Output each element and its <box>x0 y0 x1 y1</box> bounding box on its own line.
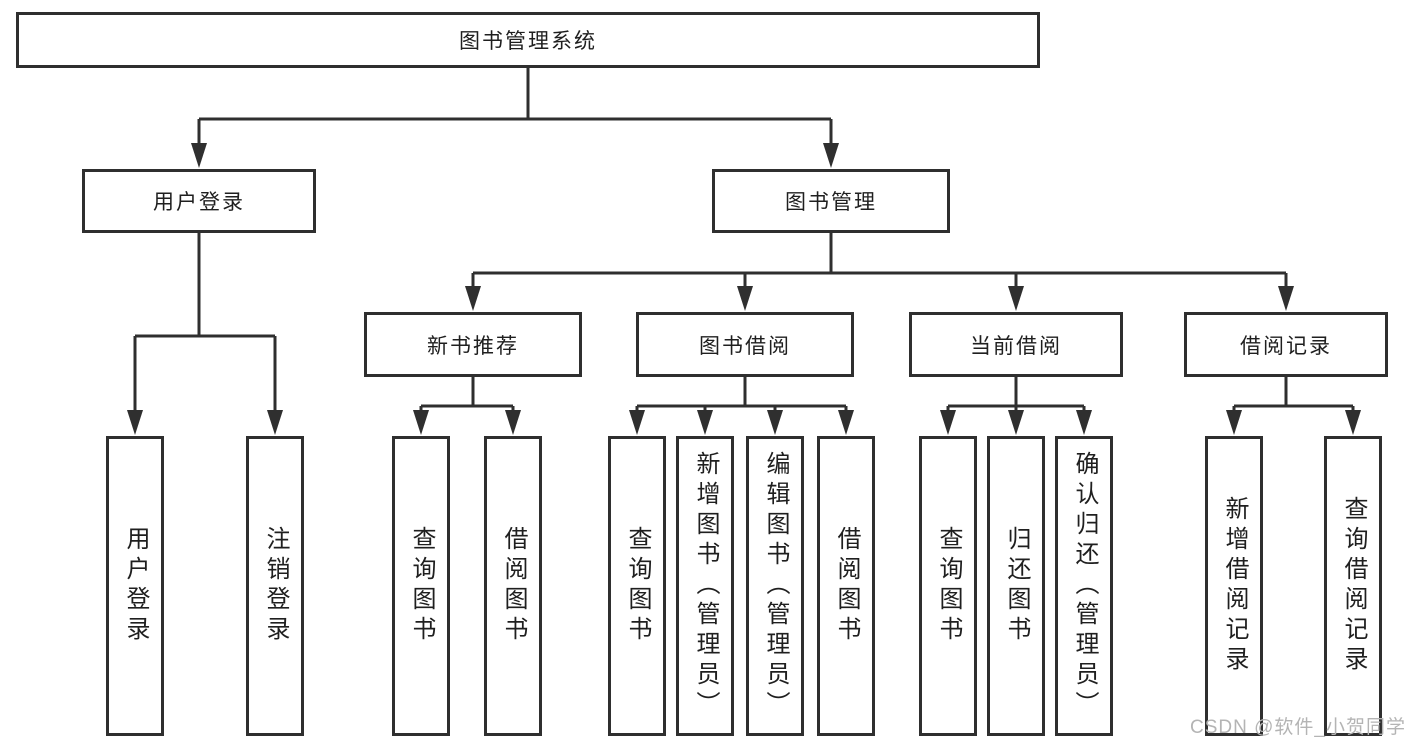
node-library-system: 图书管理系统 <box>16 12 1040 68</box>
node-label: 归还图书 <box>1003 526 1030 646</box>
node-label: 查询借阅记录 <box>1340 496 1367 676</box>
node-label: 新增图书（管理员） <box>692 451 719 721</box>
node-user-login: 用户登录 <box>82 169 316 233</box>
node-label: 查询图书 <box>935 526 962 646</box>
node-label: 查询图书 <box>408 526 435 646</box>
node-label: 编辑图书（管理员） <box>762 451 789 721</box>
node-return-book: 归还图书 <box>987 436 1045 736</box>
node-current-borrow: 当前借阅 <box>909 312 1123 377</box>
node-logout: 注销登录 <box>246 436 304 736</box>
node-label: 借阅图书 <box>833 526 860 646</box>
node-add-book-admin: 新增图书（管理员） <box>676 436 734 736</box>
node-query-books-borrow: 查询图书 <box>608 436 666 736</box>
node-confirm-return-admin: 确认归还（管理员） <box>1055 436 1113 736</box>
node-query-borrow-record: 查询借阅记录 <box>1324 436 1382 736</box>
node-user-login-leaf: 用户登录 <box>106 436 164 736</box>
node-borrow-books-recommend: 借阅图书 <box>484 436 542 736</box>
node-book-borrow: 图书借阅 <box>636 312 854 377</box>
node-edit-book-admin: 编辑图书（管理员） <box>746 436 804 736</box>
node-label: 注销登录 <box>262 526 289 646</box>
node-label: 查询图书 <box>624 526 651 646</box>
watermark: CSDN @软件_小贺同学 <box>1190 717 1405 738</box>
node-label: 新增借阅记录 <box>1221 496 1248 676</box>
node-book-management: 图书管理 <box>712 169 950 233</box>
node-label: 确认归还（管理员） <box>1071 451 1098 721</box>
node-query-books-current: 查询图书 <box>919 436 977 736</box>
node-label: 用户登录 <box>122 526 149 646</box>
node-add-borrow-record: 新增借阅记录 <box>1205 436 1263 736</box>
node-label: 借阅图书 <box>500 526 527 646</box>
node-borrow-records: 借阅记录 <box>1184 312 1388 377</box>
node-borrow-books-leaf: 借阅图书 <box>817 436 875 736</box>
node-new-book-recommend: 新书推荐 <box>364 312 582 377</box>
node-query-books-recommend: 查询图书 <box>392 436 450 736</box>
